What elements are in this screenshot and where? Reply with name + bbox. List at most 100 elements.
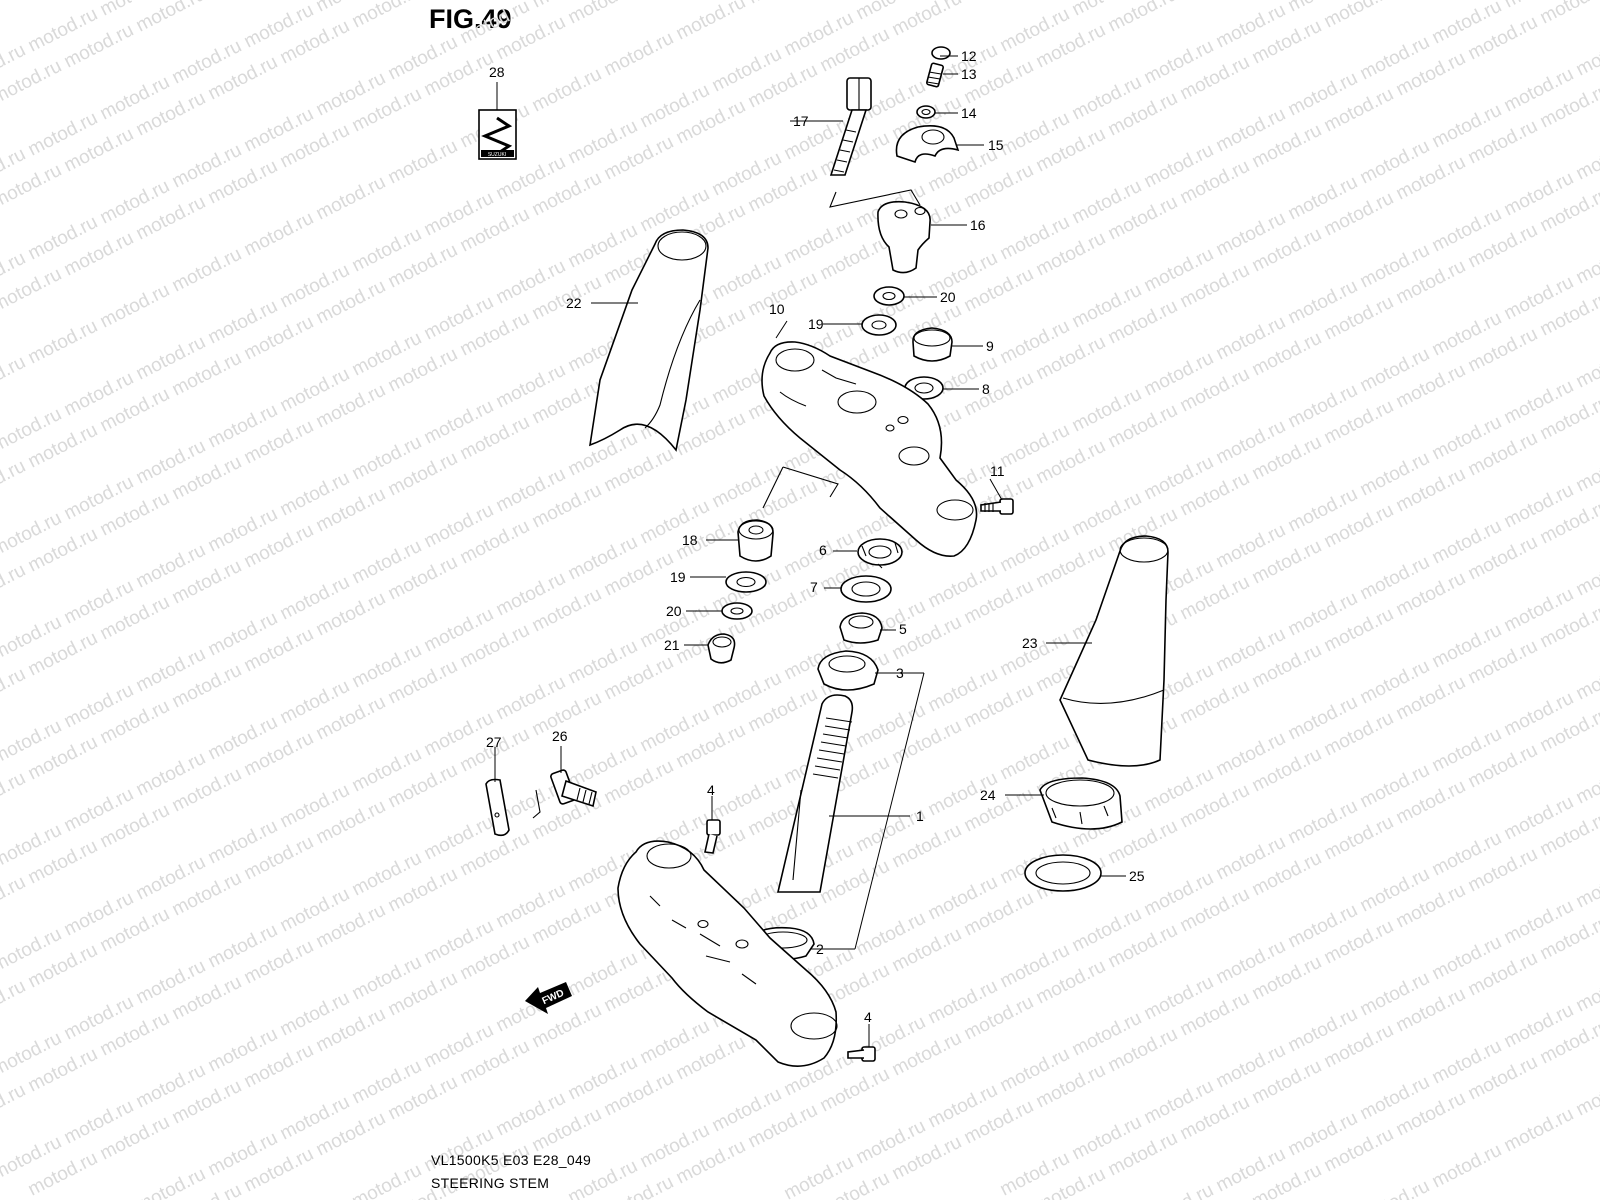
bolt-4-lower xyxy=(847,1046,876,1062)
watermark-text: motod.ru xyxy=(1573,132,1600,185)
bolt-11 xyxy=(980,498,1014,515)
callout-6: 6 xyxy=(819,542,827,558)
watermark-text: motod.ru xyxy=(1573,1068,1600,1121)
watermark-text: motod.ru xyxy=(241,208,317,261)
watermark-text: motod.ru xyxy=(0,768,29,821)
fork-cover-left xyxy=(589,229,709,452)
washers-lower xyxy=(707,571,767,664)
watermark-text: motod.ru xyxy=(529,64,605,117)
logo-text: SUZUKI xyxy=(488,152,506,158)
bearing-stack xyxy=(817,538,903,691)
callout-numbers: 1 2 3 4 4 5 6 7 8 9 10 11 12 13 14 15 16… xyxy=(486,48,1145,1025)
callout-20: 20 xyxy=(940,289,956,305)
handlebar-clamp xyxy=(895,125,960,164)
watermark-text: motod.ru xyxy=(1429,1140,1505,1193)
callout-12: 12 xyxy=(961,48,977,64)
handlebar-holder xyxy=(877,200,931,274)
callout-8: 8 xyxy=(982,381,990,397)
callout-16: 16 xyxy=(970,217,986,233)
callout-13: 13 xyxy=(961,66,977,82)
model-code: VL1500K5 E03 E28_049 xyxy=(431,1152,592,1168)
watermark-text: motod.ru xyxy=(0,1080,29,1133)
suzuki-emblem: SUZUKI xyxy=(478,109,517,160)
callout-5: 5 xyxy=(899,621,907,637)
callout-7: 7 xyxy=(810,579,818,595)
watermark-text: motod.ru xyxy=(1357,1176,1433,1200)
steering-stem xyxy=(776,694,854,893)
callout-18: 18 xyxy=(682,532,698,548)
callout-26: 26 xyxy=(552,728,568,744)
watermark-text: motod.ru xyxy=(385,136,461,189)
callout-25: 25 xyxy=(1129,868,1145,884)
lower-bracket xyxy=(617,840,838,1067)
watermark-text: motod.ru xyxy=(0,456,29,509)
watermark-text: motod.ru xyxy=(169,244,245,297)
watermark-text: motod.ru xyxy=(0,664,29,717)
watermark-text: motod.ru xyxy=(0,872,29,925)
watermark-text: motod.ru xyxy=(1573,756,1600,809)
washer-25 xyxy=(1024,854,1102,892)
watermark-text: motod.ru xyxy=(0,560,29,613)
watermark-text: motod.ru xyxy=(1573,860,1600,913)
callout-23: 23 xyxy=(1022,635,1038,651)
callout-4: 4 xyxy=(707,782,715,798)
watermark-text: motod.ru xyxy=(1321,0,1397,32)
watermark-text: motod.ru xyxy=(97,280,173,333)
watermark-text: motod.ru xyxy=(1573,652,1600,705)
callout-17: 17 xyxy=(793,113,809,129)
callout-22: 22 xyxy=(566,295,582,311)
watermark-text: motod.ru xyxy=(889,0,965,40)
bolt-4-upper xyxy=(704,819,721,854)
callout-11: 11 xyxy=(990,463,1005,479)
upper-bracket xyxy=(761,341,978,557)
key-cover-27 xyxy=(485,778,510,837)
watermark-text: motod.ru xyxy=(1501,1104,1577,1157)
watermark-text: motod.ru xyxy=(349,0,425,32)
watermark-text: motod.ru xyxy=(0,0,65,4)
callout-2: 2 xyxy=(816,941,824,957)
watermark-text: motod.ru xyxy=(1573,236,1600,289)
bushing-18 xyxy=(737,519,774,562)
figure-title: FIG.49 xyxy=(429,4,512,34)
watermark-text: motod.ru xyxy=(133,0,209,36)
watermark-text: motod.ru xyxy=(0,976,29,1029)
watermark-text: motod.ru xyxy=(1573,964,1600,1017)
watermark-text: motod.ru xyxy=(1573,444,1600,497)
watermark-text: motod.ru xyxy=(565,0,641,28)
callout-19: 19 xyxy=(670,569,686,585)
callout-19: 19 xyxy=(808,316,824,332)
callout-20: 20 xyxy=(666,603,682,619)
watermark-text: motod.ru xyxy=(313,172,389,225)
watermark-text: motod.ru xyxy=(0,352,29,405)
watermark-text: motod.ru xyxy=(1573,28,1600,81)
watermark-text: motod.ru xyxy=(745,0,821,8)
watermark-text: motod.ru xyxy=(1105,0,1181,36)
ring-nut-24 xyxy=(1039,777,1123,830)
leader-lines xyxy=(494,55,1126,1047)
callout-24: 24 xyxy=(980,787,996,803)
callout-14: 14 xyxy=(961,105,977,121)
washers-upper xyxy=(861,286,905,336)
section-name: STEERING STEM xyxy=(431,1175,550,1191)
watermark-text: motod.ru xyxy=(601,28,677,81)
callout-4: 4 xyxy=(864,1009,872,1025)
fork-cover-right xyxy=(1059,535,1169,767)
watermark-text: motod.ru xyxy=(961,0,1037,4)
watermark-text: motod.ru xyxy=(1537,0,1600,28)
watermark-text: motod.ru xyxy=(1573,548,1600,601)
callout-9: 9 xyxy=(986,338,994,354)
steering-lock-26 xyxy=(532,769,597,819)
watermark-text: motod.ru xyxy=(1573,340,1600,393)
watermark-text: motod.ru xyxy=(133,1164,209,1200)
watermark-text: motod.ru xyxy=(1141,1180,1217,1200)
callout-3: 3 xyxy=(896,665,904,681)
callout-15: 15 xyxy=(988,137,1004,153)
callout-1: 1 xyxy=(916,808,924,824)
watermark-text: motod.ru xyxy=(25,316,101,369)
watermark-text: motod.ru xyxy=(673,0,749,44)
callout-10: 10 xyxy=(769,301,785,317)
callout-27: 27 xyxy=(486,734,502,750)
callout-21: 21 xyxy=(664,637,680,653)
callout-28: 28 xyxy=(489,64,505,80)
